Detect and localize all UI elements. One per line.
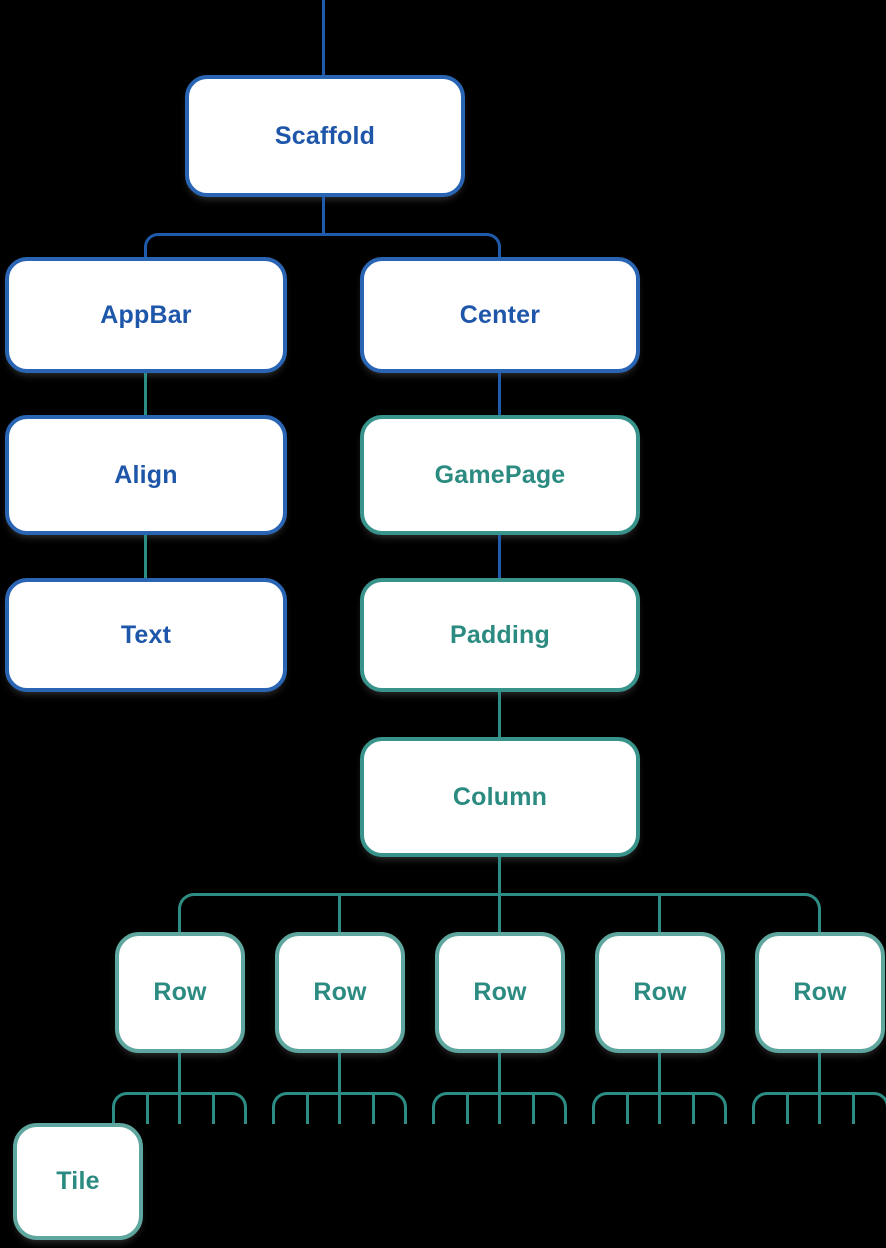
node-padding: Padding	[360, 578, 640, 692]
node-row-5: Row	[755, 932, 885, 1053]
fork-stub	[466, 1092, 469, 1124]
node-label: Row	[153, 978, 207, 1006]
fork-stub	[818, 1092, 821, 1124]
node-label: AppBar	[100, 300, 192, 329]
node-scaffold: Scaffold	[185, 75, 465, 197]
connector-gamepage-padding	[498, 535, 501, 578]
connector-row3-drop	[498, 1053, 501, 1092]
node-tile: Tile	[13, 1123, 143, 1240]
node-align: Align	[5, 415, 287, 535]
node-row-3: Row	[435, 932, 565, 1053]
connector-scaffold-drop	[322, 197, 325, 236]
connector-center-gamepage	[498, 373, 501, 415]
node-label: Scaffold	[274, 121, 376, 150]
connector-row4-drop	[658, 1053, 661, 1092]
fork-stub	[532, 1092, 535, 1124]
connector-branch-row2	[338, 893, 341, 932]
node-label: GamePage	[434, 460, 566, 489]
node-row-2: Row	[275, 932, 405, 1053]
connector-row2-drop	[338, 1053, 341, 1092]
fork-stub	[372, 1092, 375, 1124]
connector-branch-row4	[658, 893, 661, 932]
connector-row1-drop	[178, 1053, 181, 1092]
node-row-4: Row	[595, 932, 725, 1053]
node-label: Text	[120, 620, 172, 649]
connector-appbar-align	[144, 373, 147, 415]
node-text: Text	[5, 578, 287, 692]
connector-padding-column	[498, 692, 501, 737]
connector-trunk-to-scaffold	[322, 0, 325, 75]
branch-scaffold-children	[144, 233, 501, 257]
fork-stub	[498, 1092, 501, 1124]
node-label: Center	[459, 300, 541, 329]
node-label: Column	[452, 782, 548, 811]
fork-stub	[658, 1092, 661, 1124]
fork-stub	[146, 1092, 149, 1124]
fork-stub	[338, 1092, 341, 1124]
node-label: Align	[114, 460, 178, 489]
fork-stub	[212, 1092, 215, 1124]
node-gamepage: GamePage	[360, 415, 640, 535]
connector-align-text	[144, 535, 147, 578]
fork-stub	[626, 1092, 629, 1124]
node-column: Column	[360, 737, 640, 857]
connector-column-drop	[498, 857, 501, 896]
node-label: Row	[473, 978, 527, 1006]
connector-branch-row3	[498, 893, 501, 932]
node-label: Row	[793, 978, 847, 1006]
node-center: Center	[360, 257, 640, 373]
node-label: Tile	[56, 1167, 100, 1195]
node-label: Row	[633, 978, 687, 1006]
fork-stub	[178, 1092, 181, 1124]
node-row-1: Row	[115, 932, 245, 1053]
node-label: Row	[313, 978, 367, 1006]
fork-stub	[692, 1092, 695, 1124]
fork-stub	[786, 1092, 789, 1124]
node-appbar: AppBar	[5, 257, 287, 373]
fork-stub	[852, 1092, 855, 1124]
fork-stub	[306, 1092, 309, 1124]
node-label: Padding	[449, 620, 550, 649]
connector-row5-drop	[818, 1053, 821, 1092]
